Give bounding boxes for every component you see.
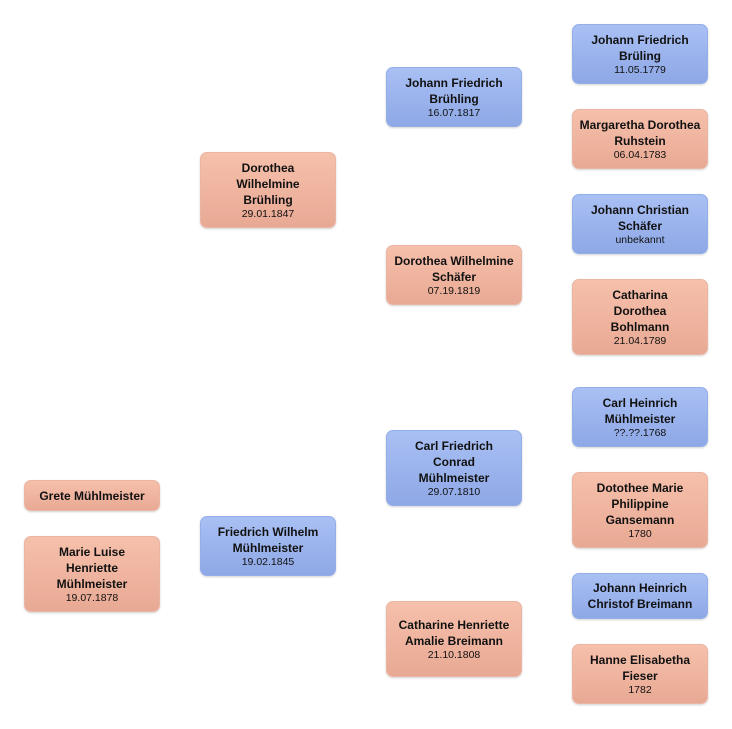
person-name: Johann Friedrich Brühling (405, 75, 503, 106)
person-hanne-elisabetha-fieser[interactable]: Hanne Elisabetha Fieser 1782 (572, 644, 708, 704)
person-date: 19.02.1845 (241, 555, 295, 568)
person-margaretha-dorothea-ruhstein[interactable]: Margaretha Dorothea Ruhstein 06.04.1783 (572, 109, 708, 169)
person-dorothea-wilhelmine-schaefer[interactable]: Dorothea Wilhelmine Schäfer 07.19.1819 (386, 245, 522, 305)
person-date: 07.19.1819 (427, 284, 481, 297)
person-name: Dorothea Wilhelmine Brühling (236, 160, 300, 207)
person-johann-christian-schaefer[interactable]: Johann Christian Schäfer unbekannt (572, 194, 708, 254)
person-date: 19.07.1878 (65, 591, 119, 604)
person-date: ??.??.1768 (613, 426, 667, 439)
person-name: Friedrich Wilhelm Mühlmeister (217, 524, 319, 555)
person-name: Catharine Henriette Amalie Breimann (398, 617, 510, 648)
person-dotothee-marie-philippine-gansemann[interactable]: Dotothee Marie Philippine Gansemann 1780 (572, 472, 708, 548)
person-date: 1782 (628, 683, 652, 696)
person-date: 16.07.1817 (427, 106, 481, 119)
person-date: 11.05.1779 (614, 63, 666, 76)
person-date: 06.04.1783 (613, 148, 667, 161)
person-date: 1780 (628, 527, 652, 540)
person-name: Margaretha Dorothea Ruhstein (579, 117, 701, 148)
person-name: Johann Heinrich Christof Breimann (587, 581, 693, 611)
person-date: 21.10.1808 (427, 648, 481, 661)
person-carl-heinrich-muehlmeister[interactable]: Carl Heinrich Mühlmeister ??.??.1768 (572, 387, 708, 447)
person-name: Catharina Dorothea Bohlmann (610, 287, 670, 334)
person-johann-friedrich-brueling[interactable]: Johann Friedrich Brüling 11.05.1779 (572, 24, 708, 84)
person-johann-friedrich-bruehling[interactable]: Johann Friedrich Brühling 16.07.1817 (386, 67, 522, 127)
person-date: 21.04.1789 (613, 334, 667, 347)
person-carl-friedrich-conrad-muehlmeister[interactable]: Carl Friedrich Conrad Mühlmeister 29.07.… (386, 430, 522, 506)
person-name: Grete Mühlmeister (39, 488, 145, 503)
person-grete-muehlmeister[interactable]: Grete Mühlmeister (24, 480, 160, 511)
person-name: Johann Friedrich Brüling (591, 32, 689, 63)
person-dorothea-wilhelmine-bruehling[interactable]: Dorothea Wilhelmine Brühling 29.01.1847 (200, 152, 336, 228)
person-catharina-dorothea-bohlmann[interactable]: Catharina Dorothea Bohlmann 21.04.1789 (572, 279, 708, 355)
person-name: Dorothea Wilhelmine Schäfer (394, 253, 514, 284)
person-marie-luise-henriette-muehlmeister[interactable]: Marie Luise Henriette Mühlmeister 19.07.… (24, 536, 160, 612)
person-date: 29.01.1847 (241, 207, 295, 220)
person-name: Dotothee Marie Philippine Gansemann (596, 480, 684, 527)
person-name: Johann Christian Schäfer (590, 202, 689, 233)
person-johann-heinrich-christof-breimann[interactable]: Johann Heinrich Christof Breimann (572, 573, 708, 619)
person-name: Marie Luise Henriette Mühlmeister (56, 544, 128, 591)
person-date: 29.07.1810 (427, 485, 481, 498)
person-name: Carl Heinrich Mühlmeister (602, 395, 678, 426)
person-friedrich-wilhelm-muehlmeister[interactable]: Friedrich Wilhelm Mühlmeister 19.02.1845 (200, 516, 336, 576)
person-date: unbekannt (615, 233, 665, 246)
person-catharine-henriette-amalie-breimann[interactable]: Catharine Henriette Amalie Breimann 21.1… (386, 601, 522, 677)
person-name: Carl Friedrich Conrad Mühlmeister (414, 438, 494, 485)
person-name: Hanne Elisabetha Fieser (589, 652, 691, 683)
